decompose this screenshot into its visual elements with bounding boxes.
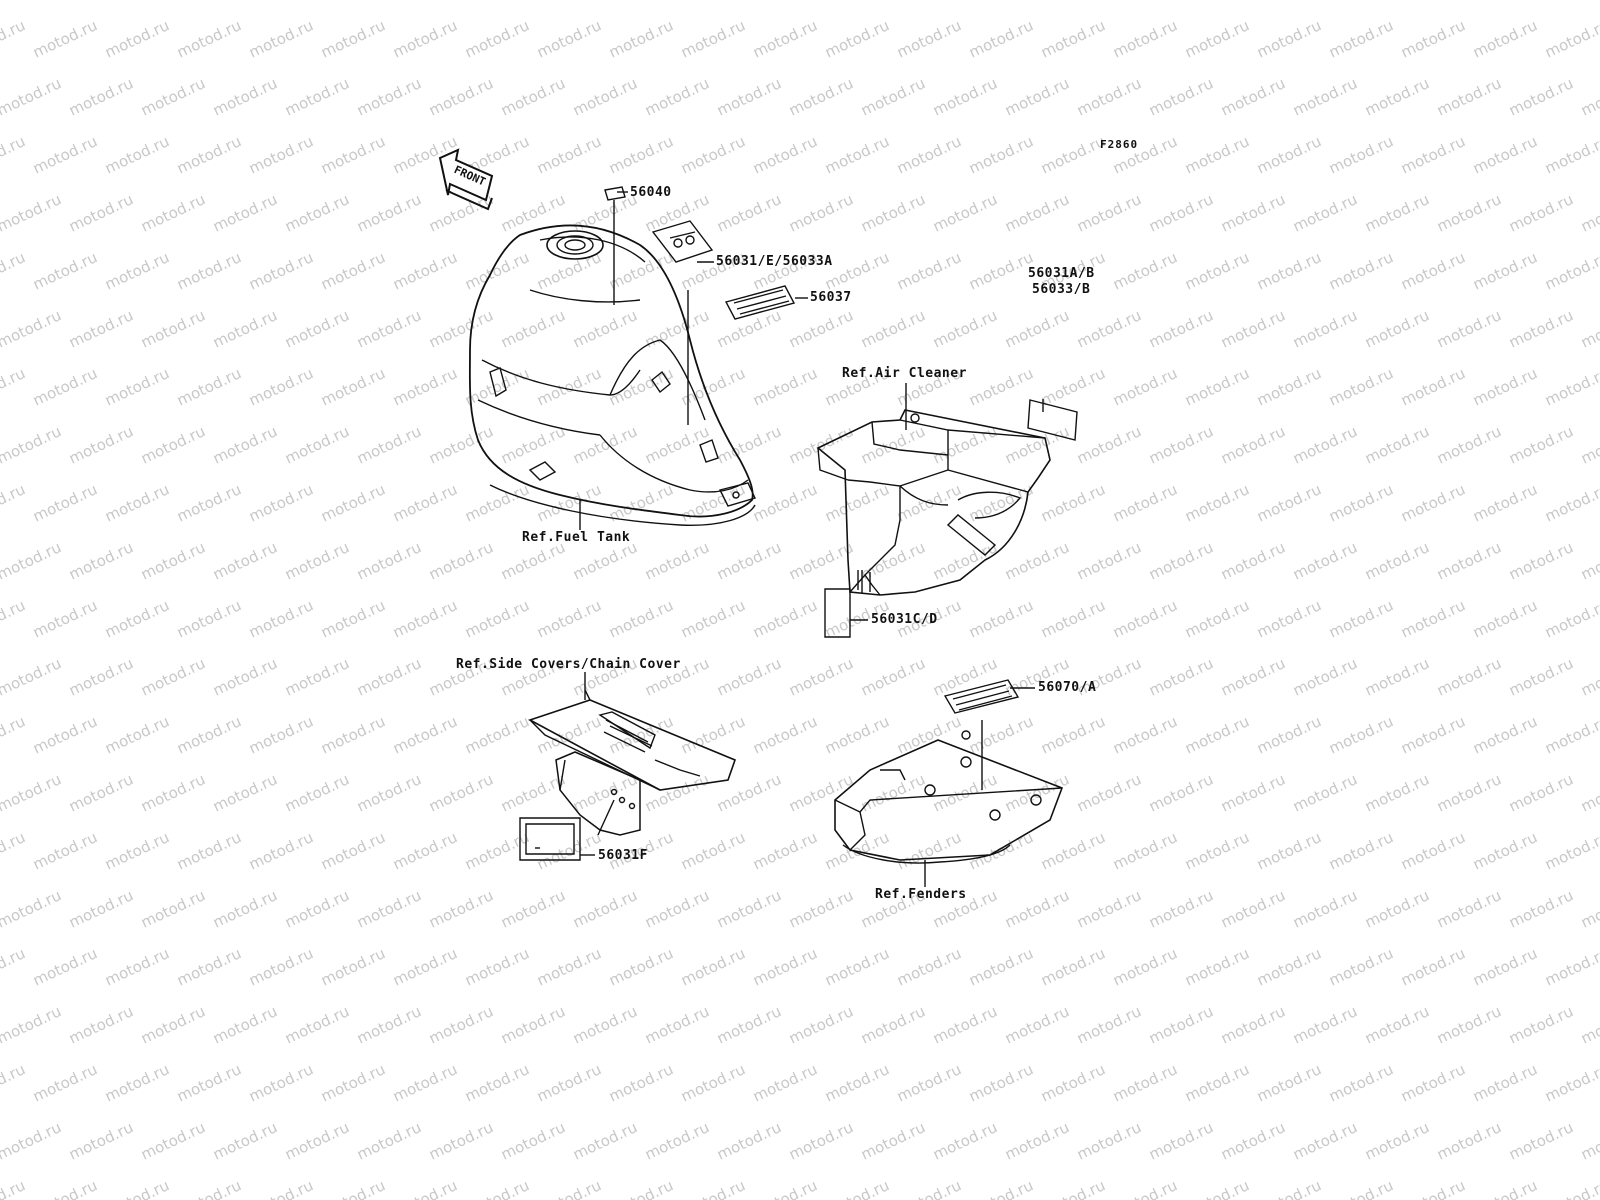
decal-56031-ab	[1027, 399, 1078, 441]
label-56031f: 56031F	[598, 848, 648, 863]
front-arrow-icon: FRONT	[438, 148, 494, 211]
decal-56031-cd	[824, 588, 851, 638]
chain-cover-drawing	[527, 689, 737, 836]
figure-code: F2860	[1100, 138, 1139, 151]
label-ref-fuel-tank: Ref.Fuel Tank	[522, 530, 631, 545]
label-56040: 56040	[630, 185, 672, 200]
decal-56037	[724, 285, 796, 320]
decal-56031-f	[519, 817, 581, 861]
decal-56070-a	[943, 679, 1020, 714]
label-56037: 56037	[810, 290, 852, 305]
label-ref-side-covers: Ref.Side Covers/Chain Cover	[456, 657, 681, 672]
fender-drawing	[834, 730, 1064, 864]
label-56031ab: 56031A/B	[1028, 266, 1095, 281]
fuel-tank-drawing	[468, 224, 756, 526]
label-ref-air-cleaner: Ref.Air Cleaner	[842, 366, 967, 381]
label-56031cd: 56031C/D	[871, 612, 938, 627]
decal-56040	[604, 186, 626, 201]
label-ref-fenders: Ref.Fenders	[875, 887, 967, 902]
decal-56031-e	[651, 220, 714, 263]
label-56031-e-56033a: 56031/E/56033A	[716, 254, 833, 269]
air-cleaner-drawing	[816, 409, 1051, 596]
label-56033b: 56033/B	[1032, 282, 1091, 297]
label-56070a: 56070/A	[1038, 680, 1097, 695]
